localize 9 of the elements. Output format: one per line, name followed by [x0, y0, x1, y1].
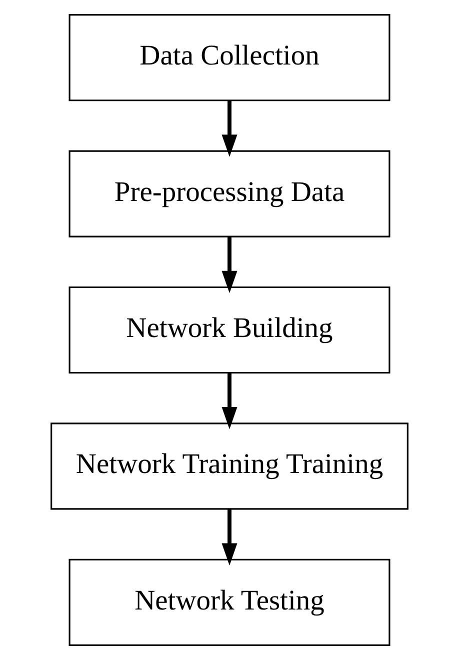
arrow: [221, 509, 237, 566]
node-box: Network Building: [68, 286, 390, 374]
arrow: [221, 236, 237, 294]
arrow: [221, 100, 237, 157]
arrow: [221, 372, 237, 430]
node-box: Data Collection: [68, 14, 390, 102]
node-box: Network Training Training: [50, 422, 408, 510]
node-box: Pre-processing Data: [68, 150, 390, 238]
node-box: Network Testing: [68, 558, 390, 646]
